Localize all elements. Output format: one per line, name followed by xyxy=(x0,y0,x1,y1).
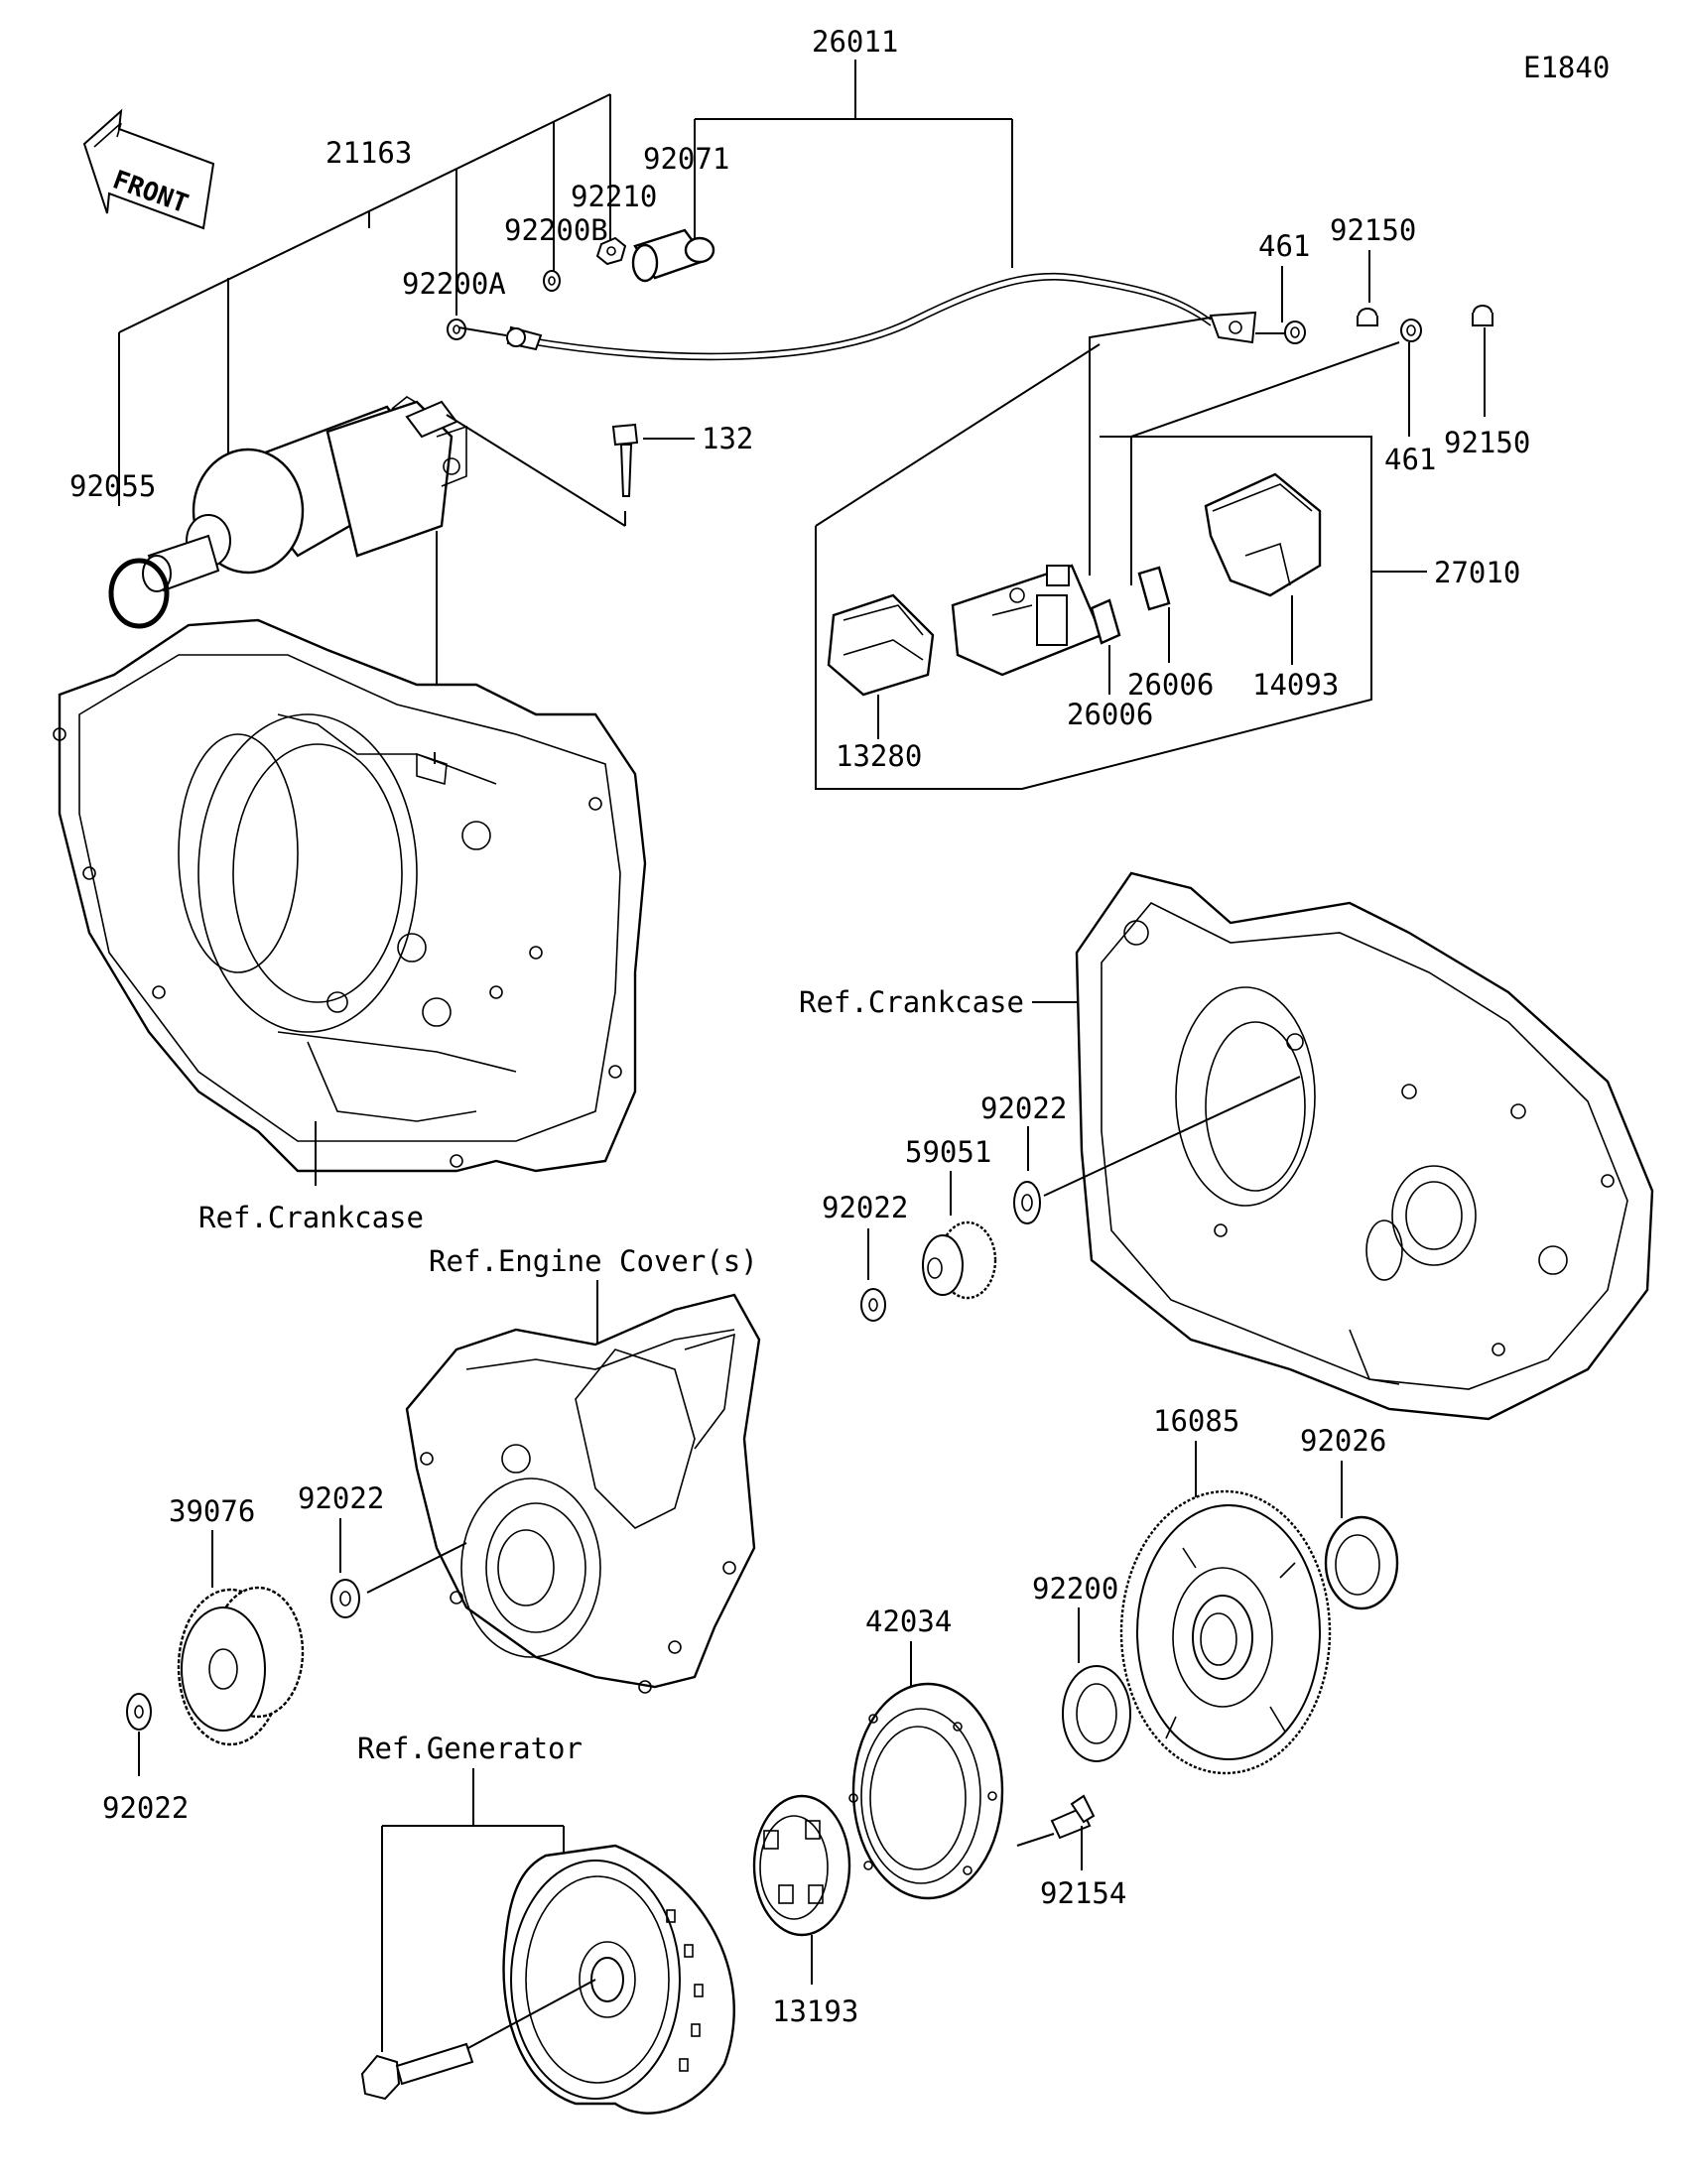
label-ref-crankcase-left: Ref.Crankcase xyxy=(198,1201,424,1234)
bolt-92154 xyxy=(1050,1794,1096,1840)
engine-cover xyxy=(405,1293,761,1694)
starter-motor-21163 xyxy=(142,396,467,592)
washer-92200 xyxy=(1062,1665,1131,1762)
label-92071: 92071 xyxy=(643,142,729,176)
front-arrow-icon: FRONT xyxy=(82,108,215,230)
washer-92022-a xyxy=(1013,1181,1041,1224)
leader-26011 xyxy=(694,60,1013,268)
label-132: 132 xyxy=(702,422,753,455)
washer-92200B xyxy=(543,270,561,292)
label-42034: 42034 xyxy=(865,1605,952,1638)
bolt-132 xyxy=(611,423,639,497)
label-26011: 26011 xyxy=(812,25,898,59)
washer-461-top xyxy=(1284,321,1306,344)
nut-92210 xyxy=(595,236,627,266)
label-92200A: 92200A xyxy=(402,267,506,301)
leader-generator xyxy=(381,1768,565,2052)
label-92022-b: 92022 xyxy=(822,1191,908,1224)
o-ring-92055 xyxy=(108,558,170,629)
washer-92022-c xyxy=(330,1579,360,1618)
leader-21163 xyxy=(118,93,611,506)
label-92150-right: 92150 xyxy=(1444,426,1530,459)
label-92022-d: 92022 xyxy=(102,1791,189,1825)
fuse-26006-a xyxy=(1090,598,1121,645)
label-39076: 39076 xyxy=(169,1494,255,1528)
label-92210: 92210 xyxy=(571,180,657,213)
screw-92150-top xyxy=(1357,308,1378,326)
label-ref-engine-cover: Ref.Engine Cover(s) xyxy=(429,1244,758,1278)
crankcase-right xyxy=(1075,871,1654,1421)
sprag-13193 xyxy=(752,1794,851,1937)
generator-rotor xyxy=(502,1844,735,2115)
label-461-top: 461 xyxy=(1258,229,1310,263)
label-92055: 92055 xyxy=(69,469,156,503)
label-14093: 14093 xyxy=(1252,668,1339,702)
idle-gear-59051 xyxy=(922,1220,997,1300)
washer-92022-b xyxy=(860,1288,886,1322)
washer-92022-d xyxy=(126,1693,152,1731)
group-outline-27010 xyxy=(815,343,1372,790)
screw-92150-right xyxy=(1472,305,1493,326)
one-way-clutch-42034 xyxy=(848,1682,1004,1900)
label-21163: 21163 xyxy=(325,136,412,170)
terminal-cap-92071 xyxy=(631,228,715,283)
label-ref-generator: Ref.Generator xyxy=(357,1732,583,1765)
reduction-gear-39076 xyxy=(177,1586,305,1746)
cable-26011 xyxy=(506,272,1257,361)
diagram-id: E1840 xyxy=(1523,51,1610,84)
starter-gear-16085 xyxy=(1119,1489,1332,1775)
label-26006-a: 26006 xyxy=(1127,668,1214,702)
label-13193: 13193 xyxy=(772,1994,858,2028)
label-26006-b: 26006 xyxy=(1067,698,1153,731)
label-92154: 92154 xyxy=(1040,1876,1126,1910)
relay-13280 xyxy=(827,593,935,697)
label-92150-top: 92150 xyxy=(1330,213,1416,247)
label-16085: 16085 xyxy=(1153,1404,1239,1438)
label-ref-crankcase-right: Ref.Crankcase xyxy=(799,985,1024,1019)
label-92200: 92200 xyxy=(1032,1572,1118,1606)
label-92200B: 92200B xyxy=(504,213,608,247)
label-92026: 92026 xyxy=(1300,1424,1386,1458)
label-27010: 27010 xyxy=(1434,556,1520,589)
starter-relay xyxy=(951,564,1103,677)
washer-461-right xyxy=(1400,319,1422,342)
label-92022-c: 92022 xyxy=(298,1481,384,1515)
crankcase-left xyxy=(53,618,647,1173)
label-13280: 13280 xyxy=(836,739,922,773)
cover-14093 xyxy=(1204,472,1322,597)
fuse-26006-b xyxy=(1137,566,1171,611)
label-59051: 59051 xyxy=(905,1135,991,1169)
washer-92200A xyxy=(447,319,466,340)
label-92022-a: 92022 xyxy=(980,1092,1067,1125)
label-461-right: 461 xyxy=(1384,443,1436,476)
oil-seal-92026 xyxy=(1324,1515,1399,1610)
bolt-generator xyxy=(360,2042,474,2101)
